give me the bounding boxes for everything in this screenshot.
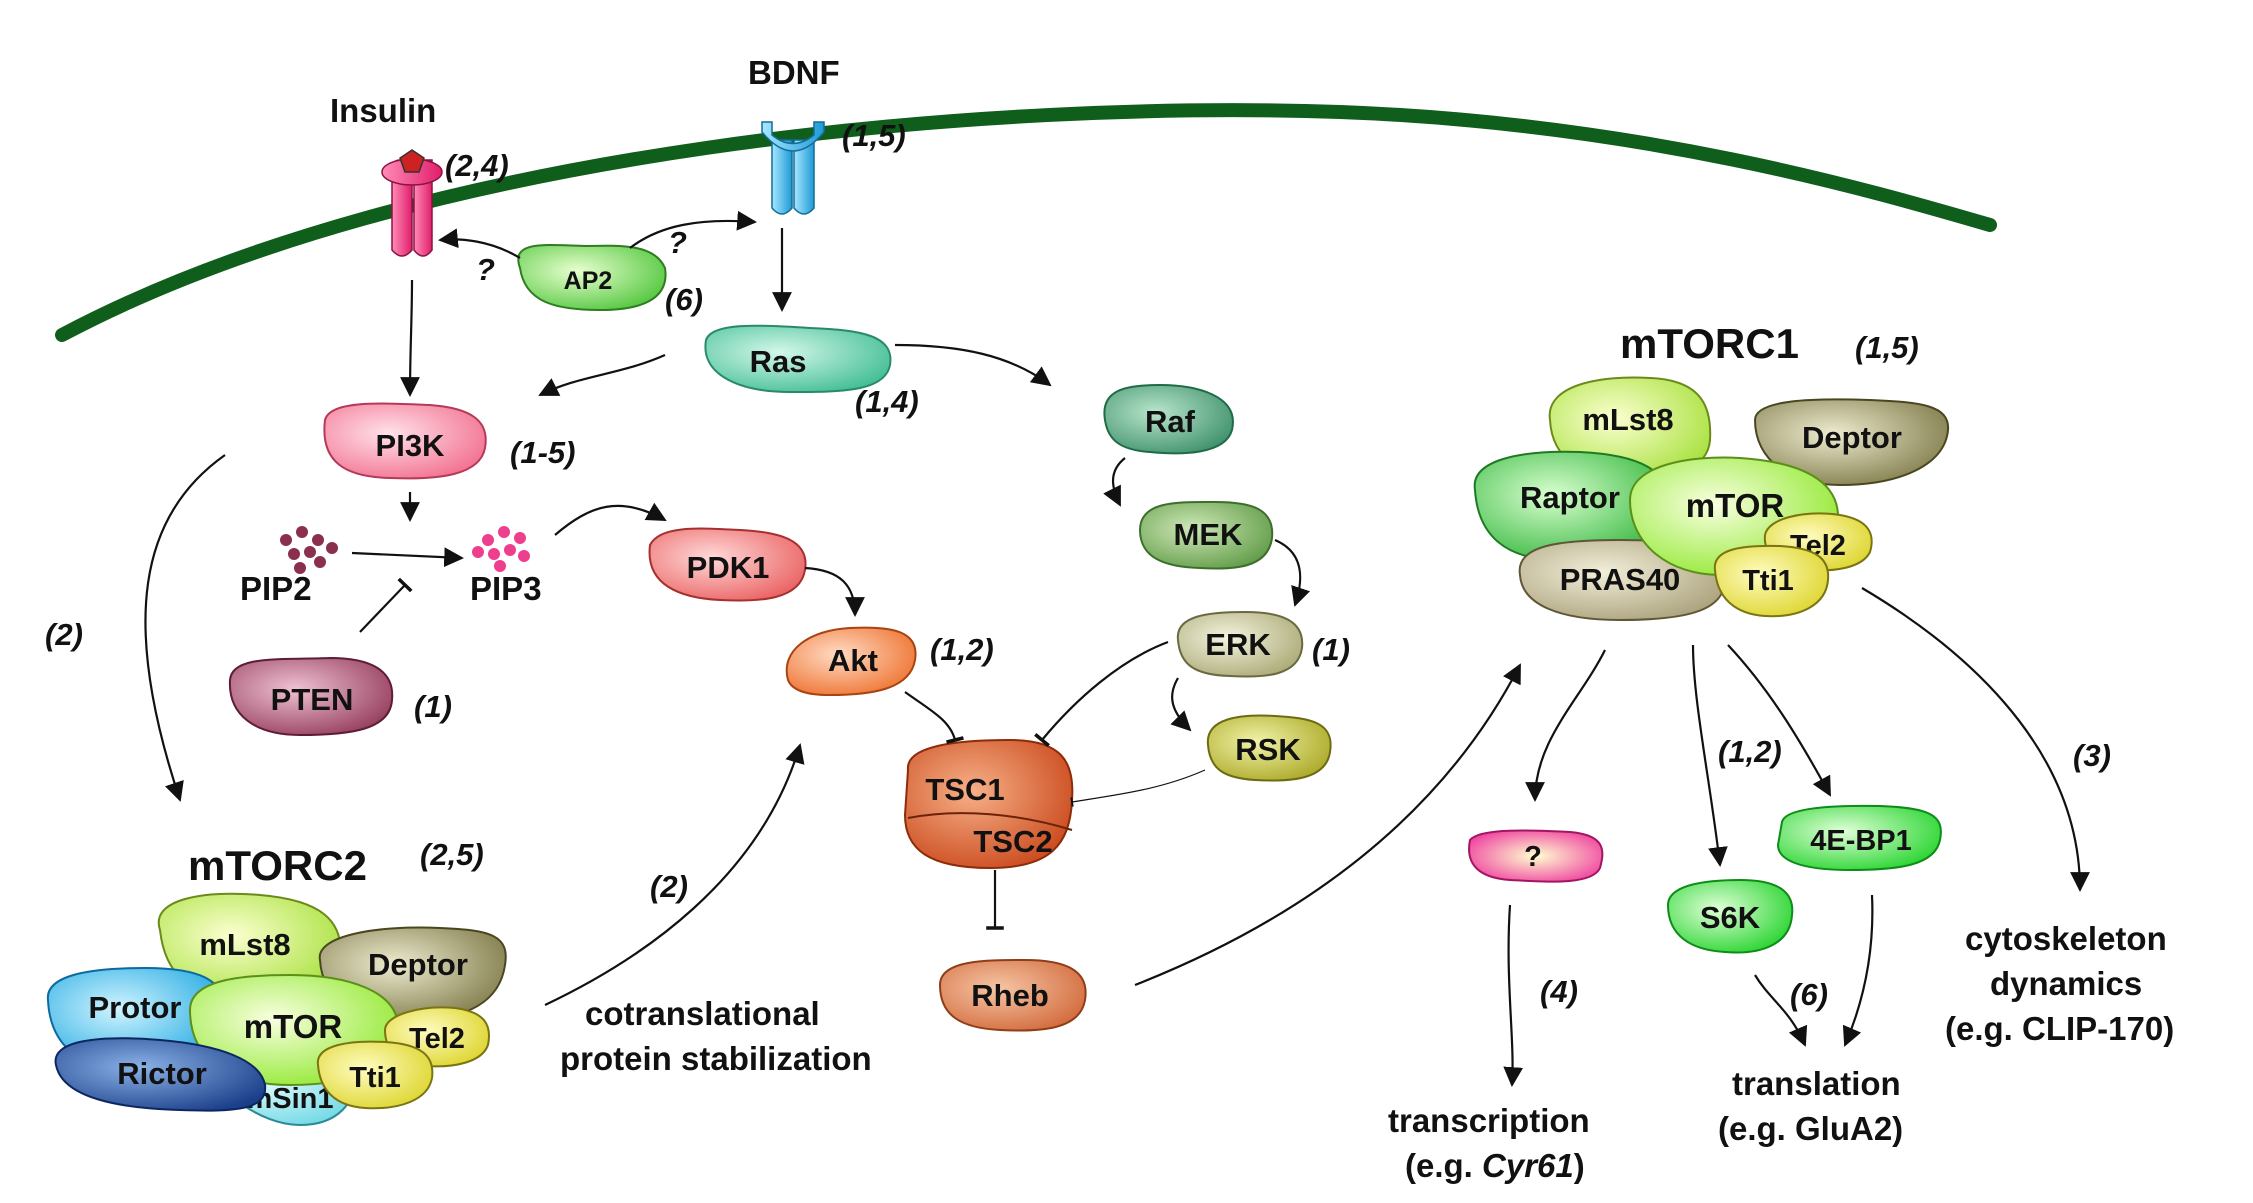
pi3k-ref: (1-5)	[510, 435, 575, 470]
akt-ref: (1,2)	[930, 632, 994, 667]
cytoskeleton-label-3: (e.g. CLIP-170)	[1945, 1010, 2174, 1047]
mtorc1-tti1-label: Tti1	[1742, 565, 1794, 597]
svg-text:PDK1: PDK1	[687, 550, 770, 585]
bdnf-receptor-icon	[761, 121, 825, 215]
tsc-complex-node: TSC1 TSC2	[903, 738, 1074, 870]
svg-text:TSC2: TSC2	[973, 824, 1052, 859]
svg-text:Raf: Raf	[1145, 404, 1196, 439]
pip3-dots-icon	[472, 526, 530, 572]
mtorc2-title: mTORC2	[188, 842, 367, 889]
cell-membrane	[55, 103, 1997, 342]
rsk-node: RSK	[1206, 714, 1332, 782]
mek-node: MEK	[1138, 500, 1274, 570]
bdnf-ref: (1,5)	[842, 118, 906, 153]
mtorc1-pras40-label: PRAS40	[1560, 562, 1681, 597]
ap2-question-right: ?	[668, 225, 687, 260]
pten-node: PTEN	[228, 656, 394, 737]
mtorc1-deptor-label: Deptor	[1802, 420, 1902, 455]
svg-text:Ras: Ras	[750, 344, 807, 379]
svg-text:PI3K: PI3K	[376, 428, 446, 463]
inhibition-lines	[359, 577, 1206, 930]
mtorc2-pathway-ref: (2)	[45, 617, 83, 652]
mtorc1-title: mTORC1	[1620, 320, 1799, 367]
ap2-question-left: ?	[476, 252, 495, 287]
mtorc2-mtor-label: mTOR	[244, 1008, 343, 1045]
pi3k-node: PI3K	[323, 402, 487, 480]
mtorc1-mlst8-label: mLst8	[1582, 402, 1673, 437]
4ebp1-node: 4E-BP1	[1776, 804, 1942, 872]
akt-pathway-ref: (2)	[650, 869, 688, 904]
transcription-ref: (4)	[1540, 974, 1578, 1009]
mtorc1-ref: (1,5)	[1855, 330, 1919, 365]
pten-ref: (1)	[414, 689, 452, 724]
svg-text:MEK: MEK	[1174, 517, 1244, 552]
translation-example: (e.g. GluA2)	[1718, 1110, 1903, 1147]
erk-node: ERK	[1176, 610, 1304, 678]
s6k-node: S6K	[1666, 878, 1794, 954]
insulin-ref: (2,4)	[445, 148, 509, 183]
cytoskeleton-ref: (3)	[2073, 738, 2111, 773]
svg-text:4E-BP1: 4E-BP1	[1810, 825, 1912, 857]
svg-text:?: ?	[1524, 841, 1542, 873]
stabilization-label-1: cotranslational	[585, 995, 820, 1032]
mtorc2-deptor-label: Deptor	[368, 947, 468, 982]
mtorc2-protor-label: Protor	[89, 990, 182, 1025]
svg-text:PTEN: PTEN	[271, 682, 354, 717]
cytoskeleton-label-1: cytoskeleton	[1965, 920, 2167, 957]
pip2-dots-icon	[280, 526, 338, 574]
pip3-label: PIP3	[470, 570, 542, 607]
svg-text:AP2: AP2	[564, 267, 613, 295]
pdk1-node: PDK1	[648, 527, 807, 602]
mtorc2-tti1-label: Tti1	[349, 1062, 401, 1094]
rheb-node: Rheb	[938, 958, 1087, 1032]
stabilization-label-2: protein stabilization	[560, 1040, 872, 1077]
erk-ref: (1)	[1312, 632, 1350, 667]
ap2-node: AP2	[517, 244, 667, 312]
svg-text:TSC1: TSC1	[925, 772, 1004, 807]
svg-text:RSK: RSK	[1235, 732, 1301, 767]
mtorc1-tti1	[1713, 544, 1830, 618]
svg-text:Rheb: Rheb	[971, 978, 1049, 1013]
unknown-target-node: ?	[1468, 829, 1604, 883]
svg-text:ERK: ERK	[1205, 627, 1271, 662]
mtorc2-rictor-label: Rictor	[117, 1056, 207, 1091]
svg-text:S6K: S6K	[1700, 900, 1761, 935]
akt-node: Akt	[785, 626, 917, 697]
mtorc1-raptor-label: Raptor	[1520, 480, 1620, 515]
svg-text:Akt: Akt	[828, 643, 878, 678]
pathway-arrows	[144, 210, 2090, 1087]
transcription-label: transcription	[1388, 1102, 1590, 1139]
transcription-example: (e.g. Cyr61)	[1405, 1147, 1585, 1184]
mtorc2-mlst8-label: mLst8	[199, 927, 290, 962]
bdnf-label: BDNF	[748, 54, 840, 91]
mtorc2-ref: (2,5)	[420, 837, 484, 872]
ap2-ref: (6)	[665, 282, 703, 317]
cytoskeleton-label-2: dynamics	[1990, 965, 2142, 1002]
mtorc2-tti1	[316, 1040, 434, 1110]
ras-ref: (1,4)	[855, 384, 919, 419]
raf-node: Raf	[1103, 383, 1234, 455]
translation-label: translation	[1732, 1065, 1901, 1102]
ras-node: Ras	[704, 324, 892, 394]
s6k-pathway-ref: (1,2)	[1718, 734, 1782, 769]
mtorc2-rictor	[54, 1037, 267, 1112]
insulin-label: Insulin	[330, 92, 436, 129]
pip2-label: PIP2	[240, 570, 312, 607]
translation-ref: (6)	[1790, 977, 1828, 1012]
mtorc2-complex: mLst8 Deptor Protor mSin1 mTOR Rictor Te…	[46, 892, 507, 1127]
mtorc1-complex: mLst8 Deptor Raptor PRAS40 mTOR Tel2 Tti…	[1473, 376, 1950, 622]
mtorc1-mtor-label: mTOR	[1686, 487, 1785, 524]
insulin-receptor-icon	[381, 149, 443, 257]
